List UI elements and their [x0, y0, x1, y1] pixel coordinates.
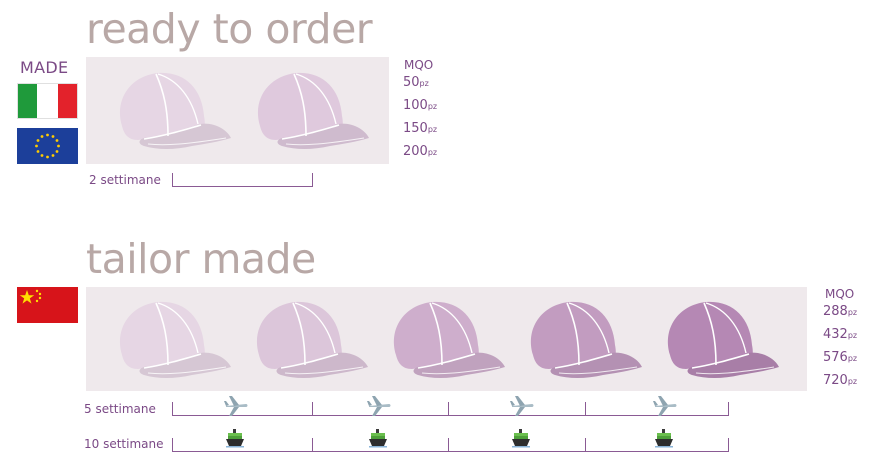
made-label: MADE: [20, 58, 69, 77]
timeline-tick: [585, 402, 586, 416]
mqo-quantity: 432pz: [823, 324, 857, 347]
cap-image: [245, 295, 371, 387]
mqo-unit: pz: [419, 79, 429, 88]
mqo-value: 288: [823, 304, 848, 319]
timeline-tick: [585, 438, 586, 452]
mqo-value: 576: [823, 350, 848, 365]
eu-star-icon: [36, 139, 40, 142]
mqo-unit: pz: [427, 125, 438, 134]
airplane-icon: [653, 395, 677, 417]
eu-star-icon: [51, 154, 55, 157]
mqo-title: MQO: [825, 287, 855, 301]
cargo-ship-icon: [225, 428, 245, 448]
mqo-value: 150: [403, 121, 428, 136]
cargo-ship-icon: [368, 428, 388, 448]
timeline-tick: [172, 402, 173, 416]
mqo-quantity: 288pz: [823, 301, 857, 324]
timeline-air-label: 5 settimane: [84, 402, 156, 416]
cap-image: [246, 66, 372, 158]
mqo-value: 720: [823, 373, 848, 388]
timeline-tick: [728, 438, 729, 452]
timeline-tick: [312, 402, 313, 416]
cap-image: [108, 295, 234, 387]
mqo-value: 200: [403, 144, 428, 159]
cap-image: [656, 295, 782, 387]
timeline-tick: [312, 173, 313, 187]
airplane-icon: [510, 395, 534, 417]
mqo-unit: pz: [847, 331, 858, 340]
mqo-unit: pz: [427, 102, 438, 111]
mqo-quantity: 576pz: [823, 347, 857, 370]
cap-image: [519, 295, 645, 387]
mqo-unit: pz: [847, 308, 858, 317]
tailor-made-title: tailor made: [86, 235, 316, 283]
cargo-ship-icon: [511, 428, 531, 448]
timeline-tick: [448, 402, 449, 416]
eu-star-icon: [35, 144, 38, 148]
mqo-value: 50: [403, 75, 420, 90]
eu-star-icon: [46, 155, 49, 159]
mqo-quantity: 720pz: [823, 370, 857, 393]
timeline-line: [172, 186, 313, 187]
mqo-unit: pz: [847, 354, 858, 363]
eu-star-icon: [40, 135, 44, 138]
italy-flag: [17, 83, 78, 119]
mqo-title: MQO: [404, 58, 434, 72]
eu-flag: [17, 128, 78, 164]
timeline-sea-label: 10 settimane: [84, 437, 164, 451]
mqo-quantity: 50pz: [403, 72, 437, 95]
eu-star-icon: [36, 150, 40, 153]
eu-star-icon: [40, 154, 44, 157]
airplane-icon: [367, 395, 391, 417]
timeline-tick: [448, 438, 449, 452]
timeline-sea-line: [172, 451, 729, 452]
cargo-ship-icon: [654, 428, 674, 448]
mqo-quantity: 100pz: [403, 95, 437, 118]
mqo-unit: pz: [847, 377, 858, 386]
mqo-quantity: 200pz: [403, 141, 437, 164]
cap-image: [382, 295, 508, 387]
china-flag: [17, 287, 78, 323]
eu-star-icon: [55, 139, 59, 142]
timeline-tick: [172, 173, 173, 187]
timeline-air-line: [172, 415, 729, 416]
airplane-icon: [224, 395, 248, 417]
cap-image: [108, 66, 234, 158]
eu-star-icon: [55, 150, 59, 153]
timeline-tick: [312, 438, 313, 452]
mqo-value: 432: [823, 327, 848, 342]
eu-star-icon: [51, 135, 55, 138]
mqo-unit: pz: [427, 148, 438, 157]
eu-star-icon: [57, 144, 60, 148]
timeline-tick: [172, 438, 173, 452]
timeline-tick: [728, 402, 729, 416]
timeline-label: 2 settimane: [89, 173, 161, 187]
mqo-value: 100: [403, 98, 428, 113]
ready-to-order-title: ready to order: [86, 5, 373, 53]
mqo-quantity: 150pz: [403, 118, 437, 141]
eu-star-icon: [46, 133, 49, 137]
